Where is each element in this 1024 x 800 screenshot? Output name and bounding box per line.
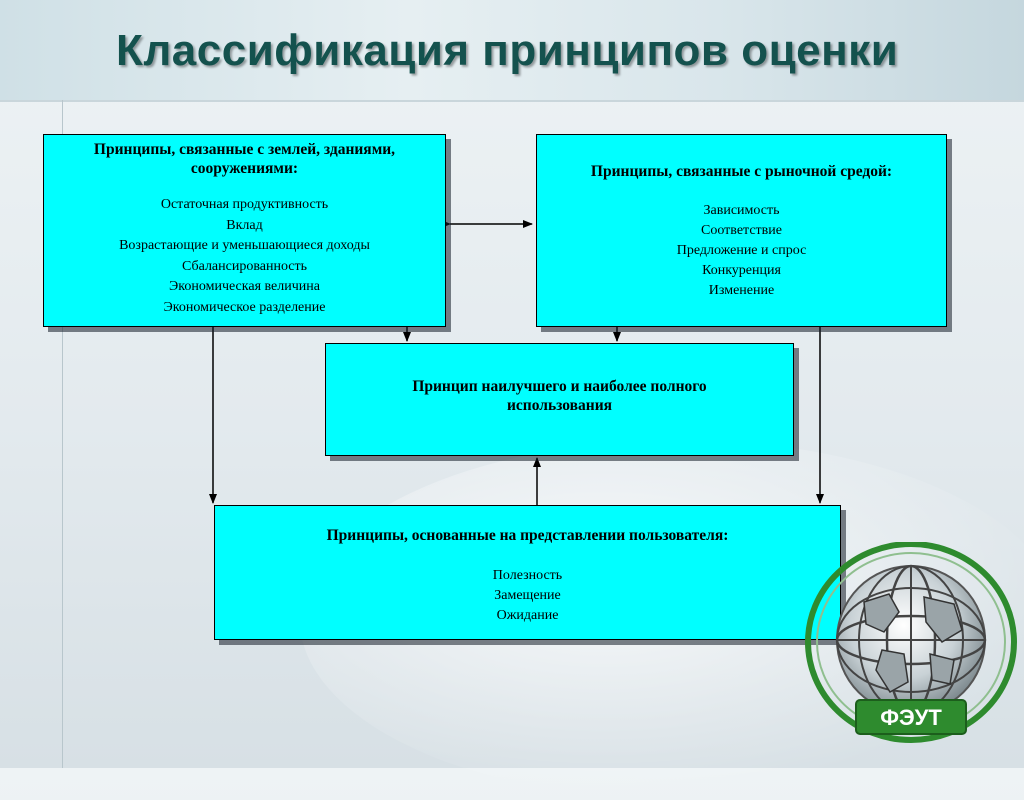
user-principles-title: Принципы, основанные на представлении по… bbox=[326, 527, 729, 544]
land-principle-item: Сбалансированность bbox=[181, 258, 308, 274]
land-principle-item: Экономическое разделение bbox=[163, 299, 326, 315]
market-principles-title: Принципы, связанные с рыночной средой: bbox=[590, 163, 893, 180]
logo-banner: ФЭУТ bbox=[855, 699, 967, 735]
land-principle-item: Вклад bbox=[226, 217, 263, 233]
user-principles-list: Полезность Замещение Ожидание bbox=[215, 566, 840, 626]
slide-title: Классификация принципов оценки bbox=[116, 26, 899, 75]
logo-text: ФЭУТ bbox=[880, 705, 942, 730]
user-principle-item: Замещение bbox=[494, 588, 561, 603]
market-principle-item: Предложение и спрос bbox=[676, 243, 807, 258]
best-use-principle-title: Принцип наилучшего и наиболее полного ис… bbox=[412, 378, 707, 414]
land-principles-list: Остаточная продуктивность Вклад Возраста… bbox=[44, 195, 445, 319]
header-divider bbox=[0, 100, 1024, 102]
market-principle-item: Конкуренция bbox=[702, 263, 781, 278]
market-principle-item: Зависимость bbox=[703, 203, 780, 218]
land-principles-title: Принципы, связанные с землей, зданиями, … bbox=[93, 141, 396, 177]
market-principles-list: Зависимость Соответствие Предложение и с… bbox=[537, 201, 946, 301]
market-principle-item: Соответствие bbox=[701, 223, 782, 238]
left-margin-line bbox=[62, 100, 63, 768]
globe-icon bbox=[835, 564, 987, 716]
market-principle-item: Изменение bbox=[708, 283, 775, 298]
slide-header bbox=[0, 0, 1024, 100]
user-principle-item: Полезность bbox=[492, 568, 563, 583]
market-principles-box: Принципы, связанные с рыночной средой: З… bbox=[536, 134, 947, 327]
user-principles-box: Принципы, основанные на представлении по… bbox=[214, 505, 841, 640]
land-principle-item: Остаточная продуктивность bbox=[160, 197, 329, 212]
feut-logo: ФЭУТ bbox=[805, 542, 1017, 743]
user-principle-item: Ожидание bbox=[496, 608, 559, 623]
best-use-principle-box: Принцип наилучшего и наиболее полного ис… bbox=[325, 343, 794, 456]
land-principle-item: Экономическая величина bbox=[169, 279, 320, 295]
diagram-connectors bbox=[209, 220, 824, 505]
land-principles-box: Принципы, связанные с землей, зданиями, … bbox=[43, 134, 446, 327]
land-principle-item: Возрастающие и уменьшающиеся доходы bbox=[119, 238, 370, 254]
logo-outer-ring bbox=[805, 542, 1017, 743]
